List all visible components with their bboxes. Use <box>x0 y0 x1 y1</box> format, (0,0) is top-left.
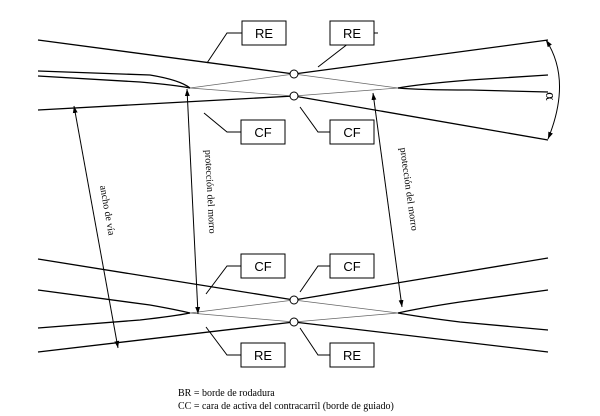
box-re-bottom-right: RE <box>329 342 375 368</box>
svg-text:CF: CF <box>343 259 360 274</box>
crossing-point-upper-top <box>289 69 299 79</box>
crossing-point-lower-top <box>289 295 299 305</box>
upper-gauge-lines <box>189 73 399 97</box>
wing-rail-upper-left <box>37 70 191 89</box>
frog-protection-right-arrow <box>371 92 404 308</box>
box-cf-mid-upper-right: CF <box>329 119 375 145</box>
wing-rail-lower-right <box>397 289 549 314</box>
rail-upper-outer-left <box>37 39 295 75</box>
wing-rail-lower-left <box>37 289 191 314</box>
box-re-bottom-left: RE <box>240 342 286 368</box>
track-gauge-arrow <box>72 105 120 349</box>
box-cf-mid-lower-right: CF <box>329 253 375 279</box>
legend-cc: CC = cara de activa del contracarril (bo… <box>178 401 394 412</box>
svg-text:CF: CF <box>254 259 271 274</box>
crossing-point-upper-bottom <box>289 91 299 101</box>
angle-arc <box>545 39 560 140</box>
rail-upper-outer-right <box>293 39 549 75</box>
svg-text:RE: RE <box>343 348 361 363</box>
svg-text:CF: CF <box>254 125 271 140</box>
wing-rail-upper-right <box>397 74 549 89</box>
track-gauge-label: ancho de vía <box>97 185 117 237</box>
svg-text:RE: RE <box>254 348 272 363</box>
frog-protection-left-arrow <box>184 88 201 315</box>
rail-upper-lower-left <box>37 95 295 111</box>
upper-crossing <box>37 39 549 141</box>
rail-upper-lower-right <box>293 95 549 141</box>
svg-text:RE: RE <box>255 26 273 41</box>
wing-rail-lower-right-b <box>397 312 549 331</box>
lower-gauge-lines <box>189 299 399 323</box>
frog-protection-left-label: protección del morro <box>202 150 217 234</box>
legend-br: BR = borde de rodadura <box>178 388 275 399</box>
angle-alpha-label: α <box>542 92 557 101</box>
box-cf-mid-upper-left: CF <box>240 119 286 145</box>
rail-lower-upper-right <box>293 257 549 301</box>
rail-lower-lower-right <box>293 321 549 353</box>
wing-rail-upper-left-b <box>37 75 191 89</box>
crossing-point-lower-bottom <box>289 317 299 327</box>
svg-text:RE: RE <box>343 26 361 41</box>
wing-rail-upper-right-b <box>397 87 549 93</box>
leader-lines <box>203 32 378 356</box>
frog-protection-right-label: protección del morro <box>397 147 420 232</box>
box-re-top-right: RE <box>329 20 375 46</box>
box-cf-mid-lower-left: CF <box>240 253 286 279</box>
box-re-top-left: RE <box>241 20 287 46</box>
svg-text:CF: CF <box>343 125 360 140</box>
lower-crossing <box>37 257 549 353</box>
